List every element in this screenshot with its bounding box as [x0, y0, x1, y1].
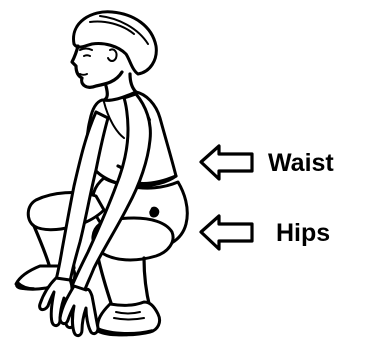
waist-label: Waist — [268, 149, 334, 177]
left-arrow-icon — [201, 216, 252, 249]
hair — [74, 12, 157, 74]
left-arrow-icon — [201, 146, 252, 179]
squatting-woman-illustration — [16, 12, 187, 336]
hips-label: Hips — [276, 219, 330, 247]
face — [72, 46, 122, 87]
waist-indicator: Waist — [201, 146, 334, 179]
neck — [104, 86, 107, 100]
hips-indicator: Hips — [201, 216, 330, 249]
shin-left — [34, 226, 50, 268]
